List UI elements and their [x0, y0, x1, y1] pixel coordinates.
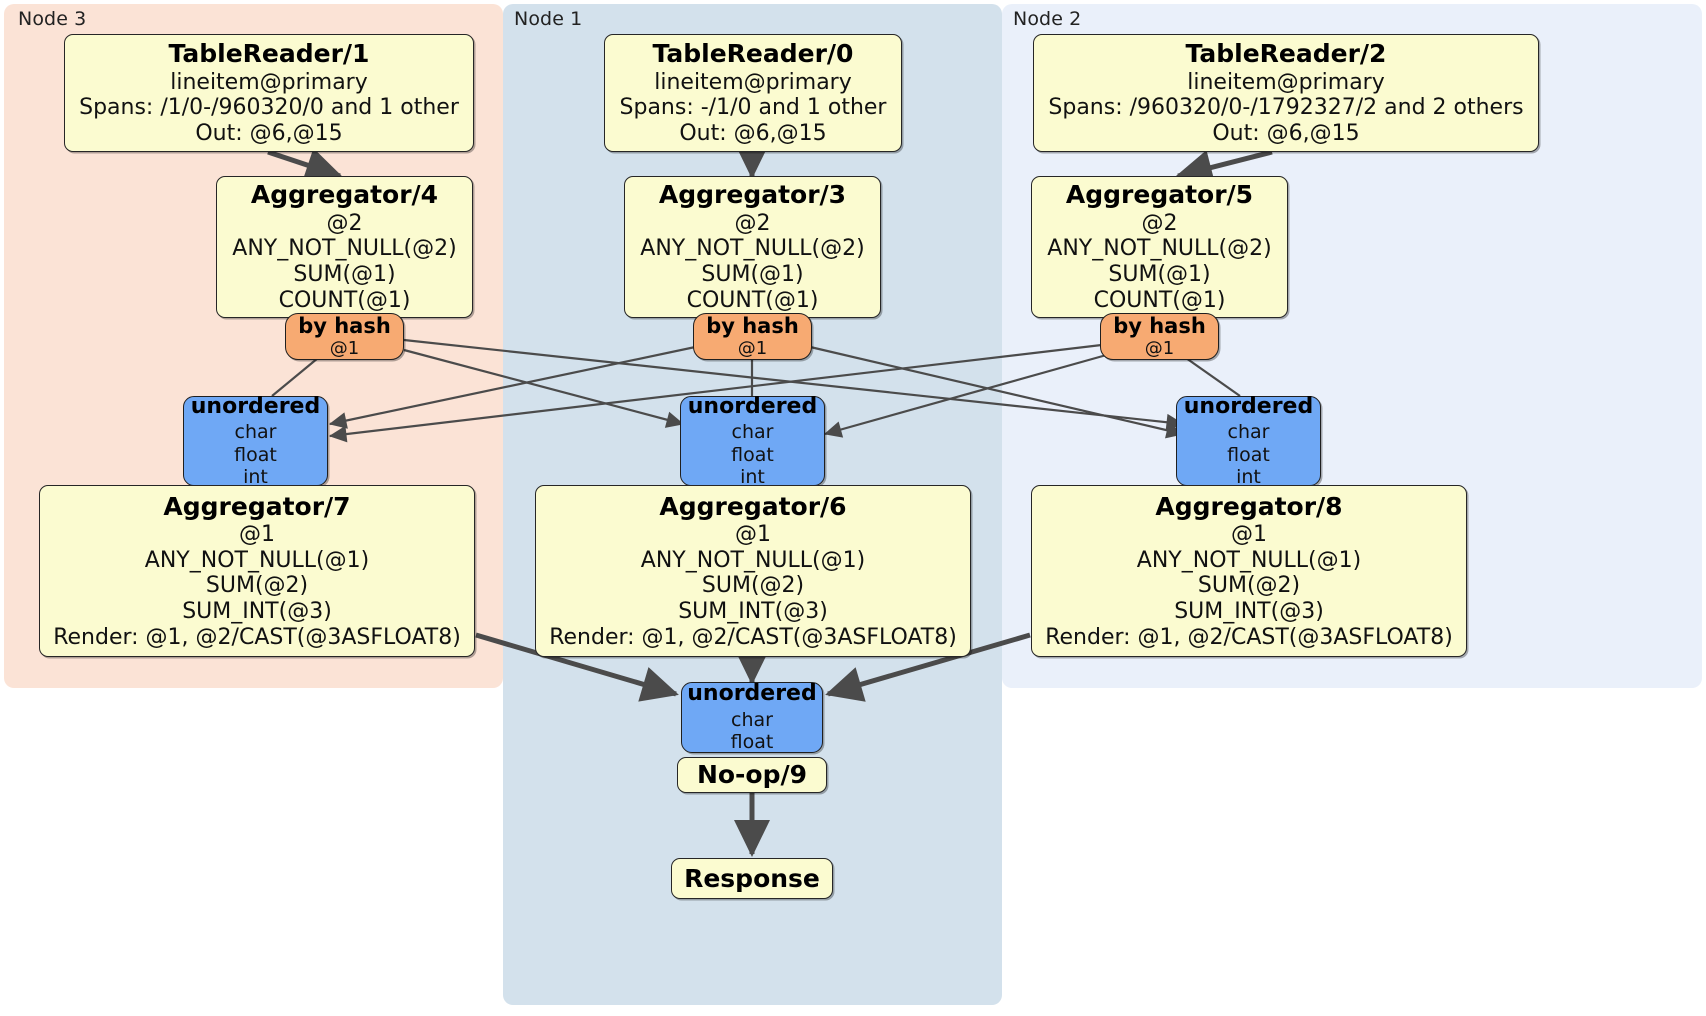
processor-line: Out: @6,@15 [679, 120, 827, 146]
processor-line: SUM(@1) [293, 262, 396, 288]
processor-title: TableReader/2 [1185, 39, 1387, 69]
processor-line: COUNT(@1) [686, 287, 819, 313]
processor-line: COUNT(@1) [278, 287, 411, 313]
router-line: @1 [329, 338, 360, 360]
router-title: unordered [190, 393, 321, 419]
processor-line: ANY_NOT_NULL(@1) [144, 547, 370, 573]
processor-aggregator-5[interactable]: Aggregator/5 @2 ANY_NOT_NULL(@2) SUM(@1)… [1031, 176, 1288, 318]
processor-line: @2 [326, 210, 363, 236]
processor-line: ANY_NOT_NULL(@2) [1047, 236, 1272, 262]
processor-aggregator-4[interactable]: Aggregator/4 @2 ANY_NOT_NULL(@2) SUM(@1)… [216, 176, 473, 318]
processor-aggregator-3[interactable]: Aggregator/3 @2 ANY_NOT_NULL(@2) SUM(@1)… [624, 176, 881, 318]
processor-line: SUM(@1) [1108, 262, 1211, 288]
processor-line: @1 [239, 521, 275, 547]
router-unordered-right[interactable]: unordered char float int [1176, 393, 1321, 489]
processor-line: lineitem@primary [170, 69, 368, 95]
router-by-hash-mid[interactable]: by hash @1 [693, 313, 812, 360]
router-title: by hash [298, 313, 391, 338]
processor-line: lineitem@primary [654, 69, 852, 95]
router-line: float [234, 443, 277, 466]
processor-line: COUNT(@1) [1093, 287, 1226, 313]
processor-line: Render: @1, @2/CAST(@3ASFLOAT8) [549, 624, 957, 650]
router-line: char [731, 708, 773, 731]
processor-line: ANY_NOT_NULL(@2) [640, 236, 865, 262]
router-line: char [234, 421, 277, 444]
processor-title: Aggregator/7 [163, 491, 351, 521]
processor-line: SUM_INT(@3) [678, 598, 828, 624]
processor-line: Render: @1, @2/CAST(@3ASFLOAT8) [53, 624, 461, 650]
processor-line: Out: @6,@15 [195, 120, 343, 146]
router-title: unordered [1183, 393, 1314, 419]
processor-title: No-op/9 [696, 760, 808, 790]
processor-line: @1 [1231, 521, 1267, 547]
processor-line: ANY_NOT_NULL(@1) [640, 547, 866, 573]
processor-line: Render: @1, @2/CAST(@3ASFLOAT8) [1045, 624, 1453, 650]
processor-line: SUM(@2) [205, 573, 309, 599]
router-unordered-final[interactable]: unordered char float [681, 681, 823, 754]
processor-aggregator-6[interactable]: Aggregator/6 @1 ANY_NOT_NULL(@1) SUM(@2)… [535, 485, 971, 657]
processor-title: TableReader/1 [168, 39, 370, 69]
processor-line: SUM_INT(@3) [182, 598, 332, 624]
processor-tablereader-0[interactable]: TableReader/0 lineitem@primary Spans: -/… [604, 34, 902, 152]
processor-title: Aggregator/6 [659, 491, 847, 521]
router-unordered-left[interactable]: unordered char float int [183, 393, 328, 489]
processor-no-op-9[interactable]: No-op/9 [677, 757, 827, 793]
processor-title: TableReader/0 [652, 39, 854, 69]
router-line: int [1236, 466, 1261, 489]
processor-line: ANY_NOT_NULL(@2) [232, 236, 457, 262]
router-line: @1 [737, 338, 768, 360]
processor-line: ANY_NOT_NULL(@1) [1136, 547, 1362, 573]
processor-tablereader-2[interactable]: TableReader/2 lineitem@primary Spans: /9… [1033, 34, 1539, 152]
processor-line: SUM(@2) [1197, 573, 1301, 599]
processor-tablereader-1[interactable]: TableReader/1 lineitem@primary Spans: /1… [64, 34, 474, 152]
router-line: char [1227, 421, 1270, 444]
processor-line: SUM_INT(@3) [1174, 598, 1324, 624]
processor-title: Response [684, 863, 820, 893]
processor-line: Spans: /1/0-/960320/0 and 1 other [79, 95, 459, 121]
router-line: int [243, 466, 268, 489]
router-by-hash-left[interactable]: by hash @1 [285, 313, 404, 360]
processor-response[interactable]: Response [671, 858, 833, 899]
processor-title: Aggregator/5 [1065, 180, 1254, 210]
router-title: by hash [706, 313, 799, 338]
router-line: float [731, 443, 774, 466]
router-line: char [731, 421, 774, 444]
processor-aggregator-7[interactable]: Aggregator/7 @1 ANY_NOT_NULL(@1) SUM(@2)… [39, 485, 475, 657]
processor-aggregator-8[interactable]: Aggregator/8 @1 ANY_NOT_NULL(@1) SUM(@2)… [1031, 485, 1467, 657]
processor-line: @2 [734, 210, 771, 236]
processor-line: @1 [735, 521, 771, 547]
cluster-label-node-2: Node 2 [1013, 8, 1082, 30]
router-title: unordered [687, 393, 818, 419]
router-line: int [740, 466, 765, 489]
processor-line: @2 [1141, 210, 1178, 236]
router-line: @1 [1144, 338, 1175, 360]
router-line: float [1227, 443, 1270, 466]
processor-line: Spans: -/1/0 and 1 other [619, 95, 887, 121]
processor-line: Spans: /960320/0-/1792327/2 and 2 others [1048, 95, 1524, 121]
processor-line: lineitem@primary [1187, 69, 1385, 95]
router-line: float [730, 731, 774, 754]
processor-line: Out: @6,@15 [1212, 120, 1360, 146]
processor-title: Aggregator/8 [1155, 491, 1343, 521]
cluster-label-node-1: Node 1 [514, 8, 583, 30]
router-unordered-mid[interactable]: unordered char float int [680, 393, 825, 489]
processor-title: Aggregator/3 [658, 180, 847, 210]
router-by-hash-right[interactable]: by hash @1 [1100, 313, 1219, 360]
router-title: by hash [1113, 313, 1206, 338]
processor-title: Aggregator/4 [250, 180, 439, 210]
processor-line: SUM(@2) [701, 573, 805, 599]
processor-line: SUM(@1) [701, 262, 804, 288]
cluster-label-node-3: Node 3 [18, 8, 87, 30]
router-title: unordered [687, 681, 817, 707]
